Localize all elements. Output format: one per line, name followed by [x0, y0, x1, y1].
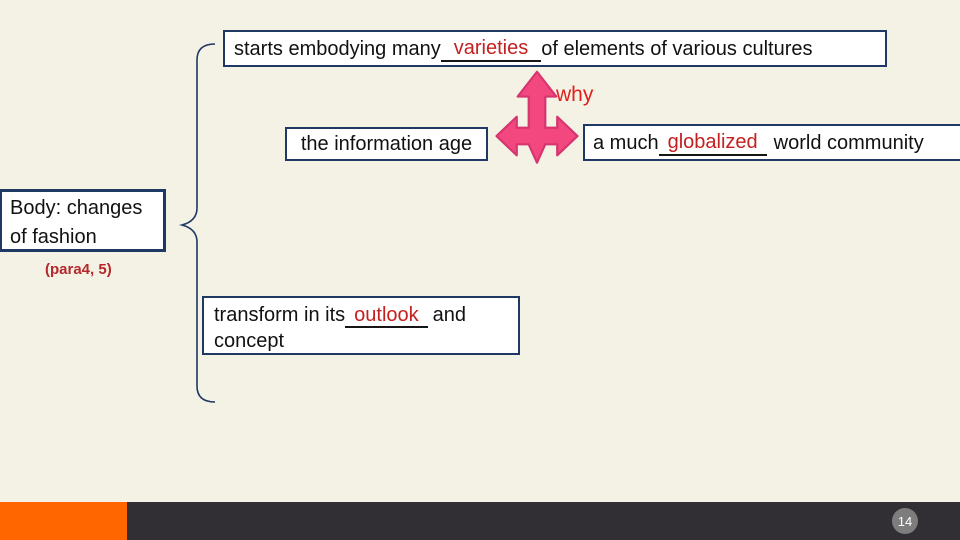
transform-blank-word: outlook	[345, 304, 428, 328]
page-number: 14	[897, 513, 913, 529]
body-changes-line1: Body: changes	[10, 197, 143, 219]
footer-orange-block	[0, 502, 127, 540]
community-pre: a much	[593, 131, 659, 154]
slide-footer: 14	[0, 502, 960, 540]
information-age-box: the information age	[285, 127, 488, 161]
information-age-text: the information age	[300, 133, 473, 155]
body-changes-box: Body: changes of fashion	[0, 189, 166, 252]
footer-bar: 14	[127, 502, 960, 540]
top-statement-pre: starts embodying many	[234, 37, 441, 60]
brace-path	[178, 43, 216, 403]
transform-mid: and	[432, 304, 467, 326]
body-changes-line2: of fashion	[10, 226, 97, 248]
top-statement-blank-word: varieties	[440, 36, 542, 62]
three-way-arrow-icon	[495, 70, 579, 164]
left-brace-connector	[178, 43, 216, 403]
transform-pre: transform in its	[214, 304, 346, 326]
top-statement-post: of elements of various cultures	[541, 37, 813, 60]
why-label: why	[556, 83, 594, 106]
page-number-badge: 14	[892, 508, 918, 534]
community-blank-word: globalized	[658, 130, 767, 156]
transform-line2: concept	[214, 330, 285, 352]
para-reference-label: (para4, 5)	[45, 261, 112, 278]
community-post: world community	[773, 131, 924, 154]
arrow-shape	[495, 70, 579, 164]
